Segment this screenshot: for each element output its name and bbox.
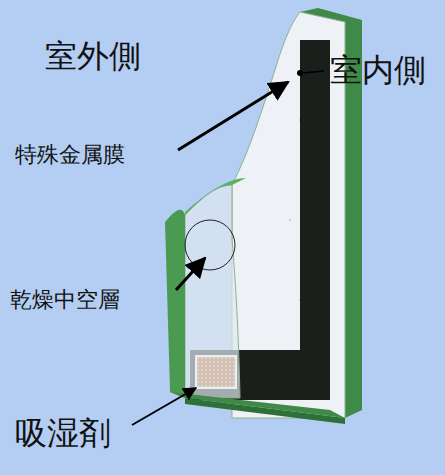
part-label: 特殊金属膜 bbox=[15, 142, 125, 167]
leader-dot bbox=[297, 70, 303, 76]
side-label: 室内側 bbox=[330, 52, 426, 89]
side-label: 室外側 bbox=[45, 38, 141, 75]
leader-arrow bbox=[178, 82, 288, 150]
part-label: 吸湿剤 bbox=[15, 415, 111, 452]
pane-edge bbox=[165, 210, 185, 398]
leader-arrow bbox=[176, 258, 205, 290]
detail-circle bbox=[185, 220, 235, 270]
part-label: 乾燥中空層 bbox=[10, 287, 120, 312]
leader-arrow bbox=[132, 388, 196, 425]
outer-pane bbox=[185, 185, 240, 398]
pane-edge bbox=[185, 398, 345, 424]
pane-edge bbox=[185, 178, 246, 215]
leader-line bbox=[302, 71, 324, 73]
